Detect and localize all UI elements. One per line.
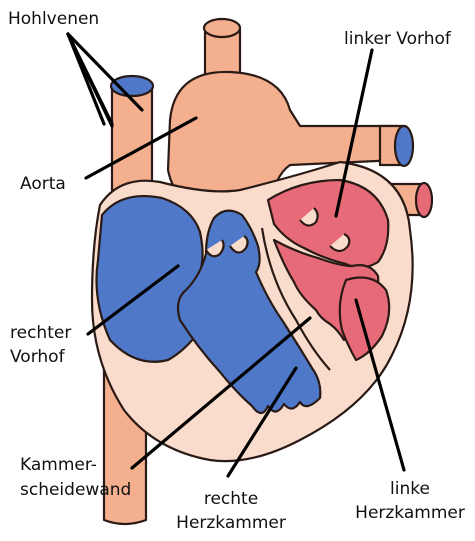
label-linke-herzkammer-line2: Herzkammer	[355, 503, 465, 523]
label-rechte-herzkammer-line1: rechte	[204, 489, 258, 509]
top-vessel-opening	[204, 19, 240, 37]
pulmonary-vessel-opening-lower	[416, 183, 432, 217]
label-hohlvenen: Hohlvenen	[8, 9, 99, 29]
label-rechte-herzkammer-line2: Herzkammer	[176, 513, 286, 533]
label-linker-vorhof: linker Vorhof	[344, 29, 452, 49]
label-kammerscheidewand-line1: Kammer-	[20, 455, 97, 475]
leader-hohlvenen-upper	[68, 34, 142, 110]
label-rechter-vorhof-line2: Vorhof	[10, 347, 66, 367]
pulmonary-vessel-opening-upper	[395, 126, 413, 166]
label-linke-herzkammer-line1: linke	[390, 479, 430, 499]
right-atrium	[97, 196, 205, 362]
leader-hohlvenen-lower	[68, 34, 104, 124]
label-rechter-vorhof-line1: rechter	[10, 323, 71, 343]
label-aorta: Aorta	[20, 174, 66, 194]
label-kammerscheidewand-line2: scheidewand	[20, 480, 131, 500]
